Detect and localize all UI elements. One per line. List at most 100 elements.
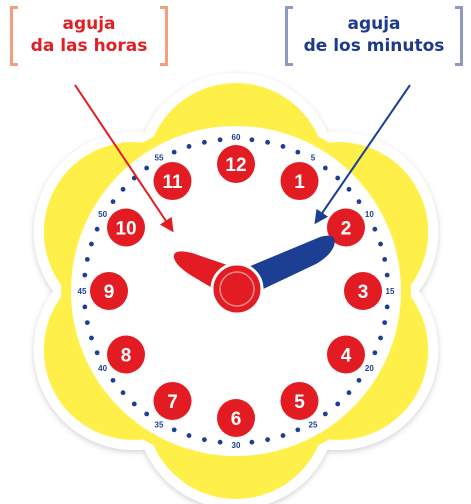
hour-number-10: 10 — [107, 208, 146, 247]
hour-number-disc — [326, 335, 365, 374]
hour-number-text: 2 — [341, 219, 352, 240]
minute-dot — [346, 186, 352, 192]
hour-number-disc — [344, 272, 382, 310]
minute-label: 5 — [311, 154, 316, 163]
hour-hand-pointer-arrow — [74, 84, 174, 233]
minute-dot — [384, 304, 390, 310]
minute-dot — [249, 439, 255, 445]
minute-dot — [144, 411, 150, 417]
minute-label: 10 — [365, 210, 374, 219]
hour-number-disc — [280, 381, 319, 420]
minute-label: 50 — [98, 210, 107, 219]
hour-number-disc — [280, 162, 319, 201]
hour-number-9: 9 — [90, 272, 128, 310]
minute-dot — [131, 401, 137, 407]
minute-dot — [171, 427, 177, 433]
minute-hand-pointer-arrow — [314, 84, 411, 225]
hour-number-text: 7 — [167, 392, 178, 413]
minute-label: 45 — [78, 287, 87, 296]
minute-label: 60 — [232, 133, 241, 142]
minute-dot — [94, 226, 100, 232]
minute-dot — [110, 377, 116, 383]
minute-dot — [356, 199, 362, 205]
hour-number-disc — [153, 381, 192, 420]
hour-number-11: 11 — [153, 162, 192, 201]
hour-number-text: 10 — [115, 219, 136, 240]
minute-dot — [201, 437, 207, 443]
hour-number-4: 4 — [326, 335, 365, 374]
minute-dot — [378, 241, 383, 247]
minute-dot — [356, 377, 362, 383]
hour-number-5: 5 — [280, 381, 319, 420]
hour-number-text: 1 — [294, 172, 305, 193]
minute-dot — [322, 411, 328, 417]
minute-dot — [280, 144, 286, 149]
minute-label: 40 — [98, 364, 107, 373]
minute-dot — [382, 256, 388, 262]
minute-dot — [94, 350, 100, 356]
minute-dot — [84, 320, 90, 326]
hour-label-right-bracket — [160, 6, 168, 66]
minute-dot — [171, 149, 177, 155]
hour-number-text: 11 — [162, 172, 183, 193]
minute-label: 15 — [386, 287, 395, 296]
minute-dot — [120, 390, 126, 396]
minute-label: 55 — [155, 154, 164, 163]
hour-number-2: 2 — [326, 208, 365, 247]
hour-number-text: 5 — [294, 392, 305, 413]
hour-number-disc — [107, 335, 146, 374]
hour-number-text: 6 — [231, 409, 242, 430]
minute-dot — [201, 139, 207, 145]
minute-label: 20 — [365, 364, 374, 373]
minute-label-line2: de los minutos — [303, 36, 445, 56]
hour-number-6: 6 — [217, 399, 255, 437]
minute-dot — [110, 199, 116, 205]
hour-number-disc — [107, 208, 146, 247]
hour-number-disc — [217, 399, 255, 437]
hour-number-text: 8 — [121, 346, 132, 367]
hour-number-3: 3 — [344, 272, 382, 310]
hour-hand-label: aguja da las horas — [10, 2, 168, 68]
hour-label-line2: da las horas — [30, 36, 148, 56]
minute-dot — [249, 137, 255, 143]
minute-dot — [384, 272, 390, 278]
minute-dot — [144, 165, 150, 171]
minute-dot — [82, 272, 88, 278]
minute-dot — [372, 350, 378, 356]
hour-number-text: 12 — [225, 155, 246, 176]
minute-label-left-bracket — [285, 6, 293, 66]
minute-dot — [120, 186, 126, 192]
minute-dot — [217, 137, 223, 143]
center-pin-ring — [219, 271, 255, 307]
hour-number-1: 1 — [280, 162, 319, 201]
minute-dot — [265, 139, 271, 145]
minute-dot-ring — [82, 137, 390, 445]
minute-dot — [217, 439, 223, 445]
minute-hand-label: aguja de los minutos — [285, 2, 463, 68]
hour-label-line1: aguja — [62, 14, 116, 34]
hour-number-12: 12 — [217, 145, 255, 183]
hour-number-text: 4 — [341, 346, 352, 367]
minute-dot — [382, 320, 388, 326]
minute-label: 35 — [155, 420, 164, 429]
minute-label-line1: aguja — [347, 14, 401, 34]
hour-number-text: 3 — [358, 282, 369, 303]
hour-number-disc — [153, 162, 192, 201]
minute-dot — [186, 433, 192, 438]
minute-dot — [372, 226, 378, 232]
minute-label-right-bracket — [455, 6, 463, 66]
hour-number-disc — [326, 208, 365, 247]
hour-number-disc — [217, 145, 255, 183]
minute-dot — [186, 144, 192, 149]
minute-dot — [89, 241, 94, 247]
minute-dot — [265, 437, 271, 443]
minute-dot — [378, 335, 383, 341]
hour-number-text: 9 — [104, 282, 115, 303]
minute-dot — [346, 390, 352, 396]
hour-number-7: 7 — [153, 381, 192, 420]
minute-label: 25 — [309, 420, 318, 429]
hour-number-8: 8 — [107, 335, 146, 374]
